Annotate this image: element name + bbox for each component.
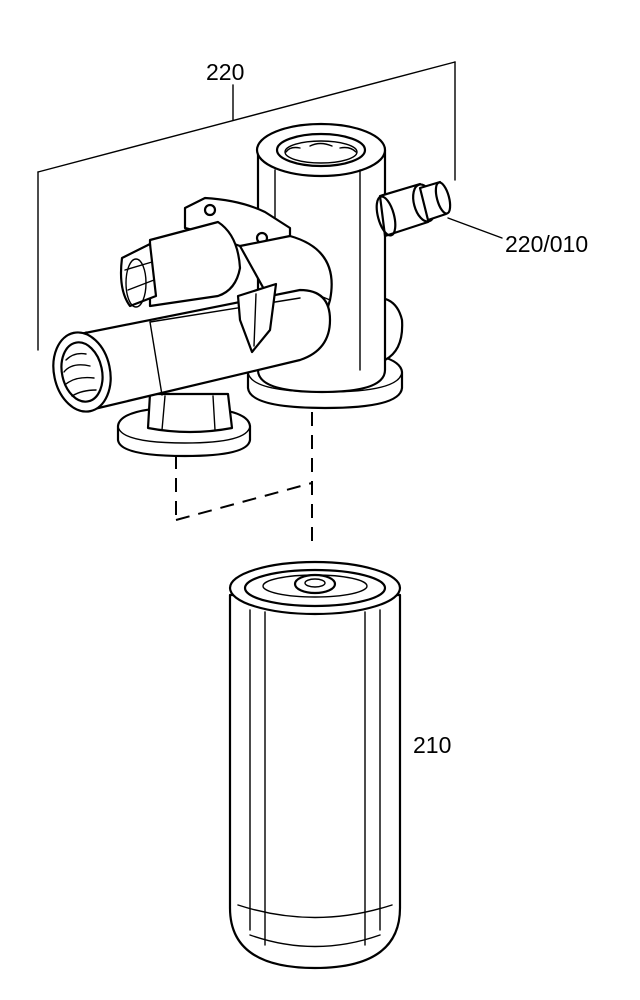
label-210: 210 xyxy=(413,732,451,758)
label-220: 220 xyxy=(206,59,244,85)
label-220-010: 220/010 xyxy=(505,231,588,257)
filter-cartridge xyxy=(228,560,402,970)
side-outlet-fitting xyxy=(375,180,452,238)
valve-head-body xyxy=(52,122,452,458)
fitting-leader-220-010 xyxy=(447,217,503,239)
assembly-bracket-220 xyxy=(37,61,456,351)
assembly-guide-lines xyxy=(175,412,313,545)
